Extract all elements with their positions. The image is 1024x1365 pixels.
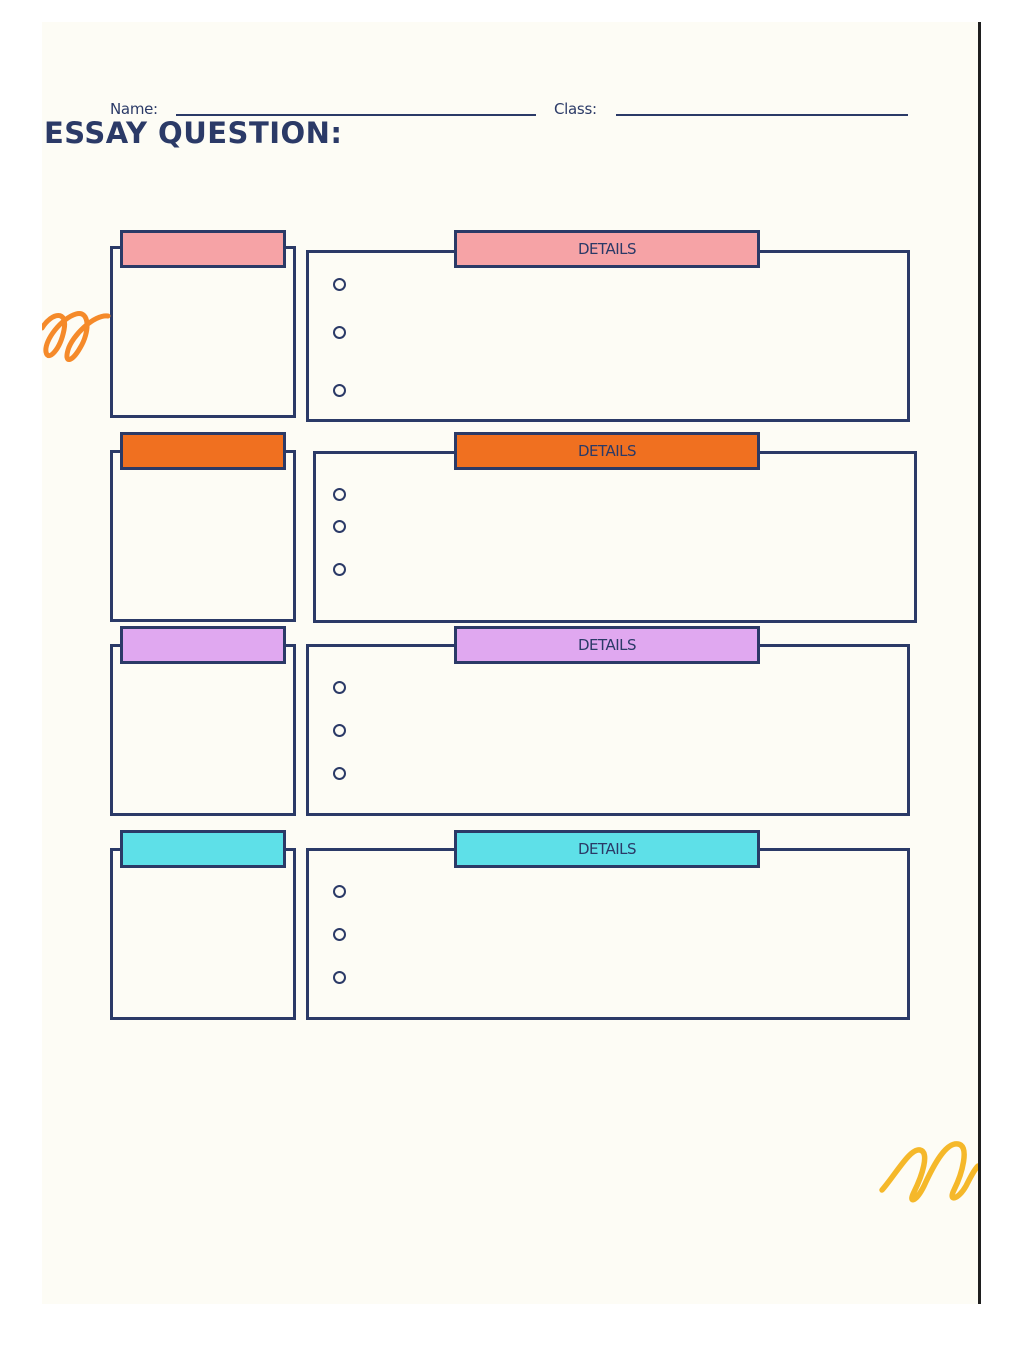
bullet-icon (333, 971, 346, 984)
section-1-details-box[interactable] (306, 250, 910, 422)
bullet-icon (333, 767, 346, 780)
section-1-details-tab: DETAILS (454, 230, 760, 268)
swirl-right-icon (879, 1141, 978, 1203)
name-line[interactable] (176, 114, 536, 116)
bullet-icon (333, 681, 346, 694)
section-1-details-label: DETAILS (577, 240, 637, 258)
bullet-icon (333, 278, 346, 291)
section-2-details-label: DETAILS (577, 442, 637, 460)
bullet-icon (333, 885, 346, 898)
section-2-topic-box[interactable] (110, 450, 296, 622)
section-4-details-label: DETAILS (577, 840, 637, 858)
bullet-icon (333, 326, 346, 339)
bullet-icon (333, 724, 346, 737)
class-label: Class: (554, 100, 597, 118)
essay-question-title: ESSAY QUESTION: (44, 116, 343, 150)
bullet-icon (333, 384, 346, 397)
bullet-icon (333, 520, 346, 533)
section-4-details-tab: DETAILS (454, 830, 760, 868)
section-2-topic-tab (120, 432, 286, 470)
section-2-details-tab: DETAILS (454, 432, 760, 470)
bullet-icon (333, 488, 346, 501)
section-4-details-box[interactable] (306, 848, 910, 1020)
section-3-topic-tab (120, 626, 286, 664)
bullet-icon (333, 928, 346, 941)
section-3-details-tab: DETAILS (454, 626, 760, 664)
swirl-left-icon (42, 311, 111, 362)
bullet-icon (333, 563, 346, 576)
section-3-topic-box[interactable] (110, 644, 296, 816)
section-4-topic-tab (120, 830, 286, 868)
section-4-topic-box[interactable] (110, 848, 296, 1020)
class-line[interactable] (616, 114, 908, 116)
section-3-details-box[interactable] (306, 644, 910, 816)
name-label: Name: (110, 100, 158, 118)
section-1-topic-box[interactable] (110, 246, 296, 418)
page-edge-rule (978, 22, 981, 1304)
section-3-details-label: DETAILS (577, 636, 637, 654)
section-2-details-box[interactable] (313, 451, 917, 623)
section-1-topic-tab (120, 230, 286, 268)
